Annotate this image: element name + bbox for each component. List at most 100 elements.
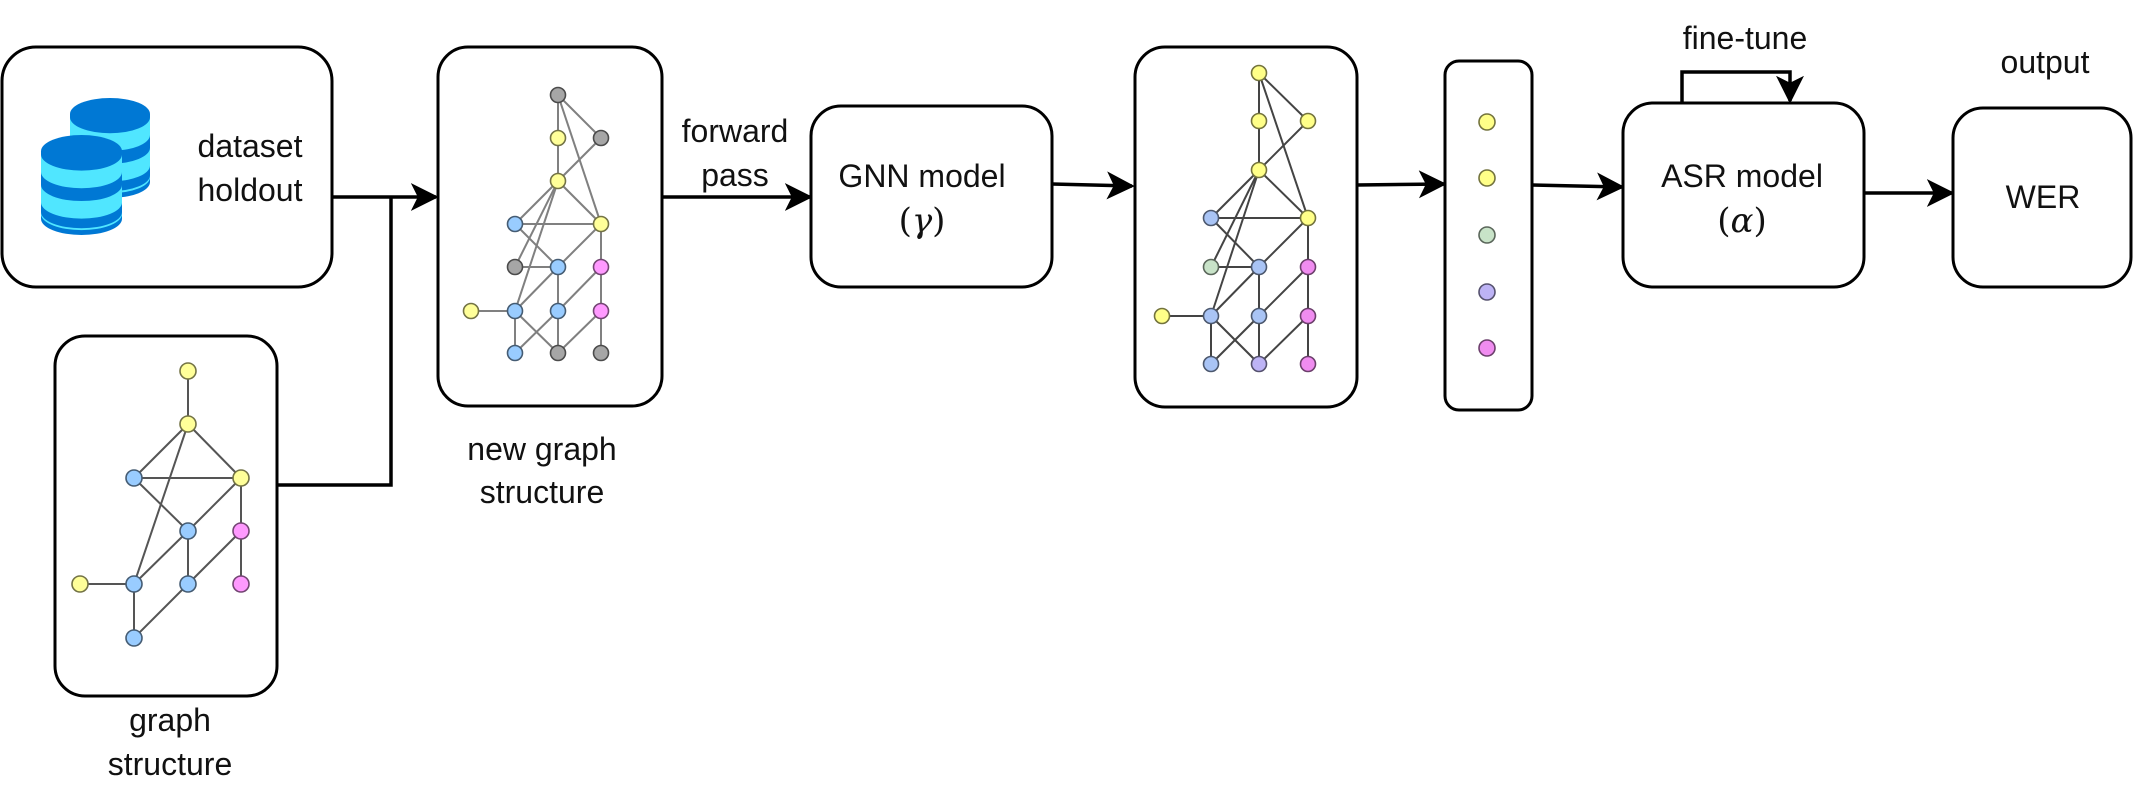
graph-node-yellow (232, 469, 250, 487)
graph-node-pink (232, 575, 250, 593)
graph-edge (514, 310, 559, 354)
asr-model-node: fine-tune ASR model (α) (1621, 20, 1866, 289)
graph-node-blue (179, 522, 197, 540)
graph-edge (187, 477, 242, 532)
graph-structure-box (53, 334, 279, 698)
gnn-model-box (809, 104, 1054, 289)
fine-tune-loop-arrow (1680, 70, 1804, 104)
wer-label: WER (2006, 179, 2081, 215)
embedding-vector-nodes (1478, 113, 1496, 357)
graph-edge (1210, 266, 1260, 317)
graph-edge (187, 530, 242, 585)
graph-node-pink (232, 522, 250, 540)
graph-node-pink (1299, 355, 1317, 373)
graph-edge (1210, 217, 1260, 268)
output-caption: output (2001, 44, 2090, 80)
graph-node-blue (506, 344, 524, 362)
db-band (41, 184, 122, 219)
graph-edge (557, 223, 602, 268)
new-graph-structure-graph (462, 86, 610, 362)
graph-node-pink (1299, 258, 1317, 276)
graph-edge (1258, 169, 1309, 219)
graph-node-yellow (1299, 112, 1317, 130)
graph-edge (557, 180, 602, 225)
graph-edge (1258, 217, 1309, 268)
graph-edge (187, 423, 242, 479)
graph-edge (133, 477, 189, 532)
new-graph-caption-line2: structure (480, 474, 604, 510)
graph-node-yellow (1478, 113, 1496, 131)
graph-node-yellow (1250, 161, 1268, 179)
graph-edge (133, 423, 189, 479)
new-graph-structure-node: new graph structure (436, 45, 664, 510)
forward-pass-label-line2: pass (701, 157, 769, 193)
graph-node-lavender (1250, 355, 1268, 373)
graph-edge (1210, 169, 1260, 219)
arrow-gnn-to-output-graph (1051, 171, 1135, 200)
graph-structure-graph (71, 362, 250, 647)
dataset-label-line1: dataset (198, 128, 303, 164)
database-icon (41, 98, 150, 235)
dataset-label-line2: holdout (198, 172, 303, 208)
graph-node-gray (549, 86, 567, 104)
graph-edge (514, 223, 559, 268)
graph-node-yellow (71, 575, 89, 593)
graph-edge (557, 137, 602, 182)
graph-edge (1210, 315, 1260, 365)
output-graph-box (1133, 45, 1359, 409)
asr-model-box (1621, 101, 1866, 289)
graph-node-blue (506, 215, 524, 233)
new-graph-caption-line1: new graph (467, 431, 616, 467)
graph-structure-caption-line2: structure (108, 746, 232, 782)
db-top (41, 135, 122, 168)
graph-node-blue (1250, 307, 1268, 325)
graph-edge (514, 266, 559, 312)
fine-tune-label: fine-tune (1683, 20, 1808, 56)
embedding-vector-node (1443, 59, 1534, 412)
graph-node-pink (1299, 307, 1317, 325)
graph-structure-caption-line1: graph (129, 702, 211, 738)
graph-node-yellow (1250, 64, 1268, 82)
gnn-gamma-symbol: (γ) (899, 201, 946, 241)
graph-edge (557, 310, 602, 354)
db-top (70, 98, 150, 130)
asr-model-label: ASR model (1661, 158, 1823, 194)
graph-node-yellow (179, 415, 197, 433)
asr-symbol: α (1731, 201, 1754, 241)
db-band (41, 154, 122, 189)
asr-alpha-symbol: (α) (1717, 201, 1767, 241)
graph-node-blue (179, 575, 197, 593)
forward-pass-label-line1: forward (682, 113, 789, 149)
graph-node-blue (1250, 258, 1268, 276)
graph-node-blue (1202, 209, 1220, 227)
graph-node-blue (1202, 355, 1220, 373)
graph-node-blue (549, 302, 567, 320)
graph-edge (1258, 266, 1309, 317)
gnn-symbol: γ (912, 201, 933, 241)
graph-edge (133, 583, 189, 639)
graph-node-yellow (1299, 209, 1317, 227)
dataset-holdout-node: dataset holdout (0, 45, 334, 289)
graph-node-green (1478, 226, 1496, 244)
gnn-model-node: GNN model (γ) (809, 104, 1054, 289)
wer-output-node: output WER (1951, 44, 2133, 289)
graph-edge (1258, 120, 1309, 171)
graph-node-yellow (462, 302, 480, 320)
output-graph (1153, 64, 1317, 373)
graph-node-lavender (1478, 283, 1496, 301)
graph-edge (557, 266, 602, 312)
connectors (277, 70, 1955, 487)
arrow-output-graph-to-vector (1356, 170, 1447, 199)
graph-node-pink (592, 258, 610, 276)
graph-node-blue (549, 258, 567, 276)
graph-node-gray (506, 258, 524, 276)
graph-node-yellow (1250, 112, 1268, 130)
graph-node-blue (506, 302, 524, 320)
wer-box (1951, 106, 2133, 289)
graph-node-gray (592, 344, 610, 362)
graph-node-blue (125, 575, 143, 593)
graph-node-pink (592, 302, 610, 320)
graph-edge (557, 94, 602, 139)
output-graph-node (1133, 45, 1359, 409)
